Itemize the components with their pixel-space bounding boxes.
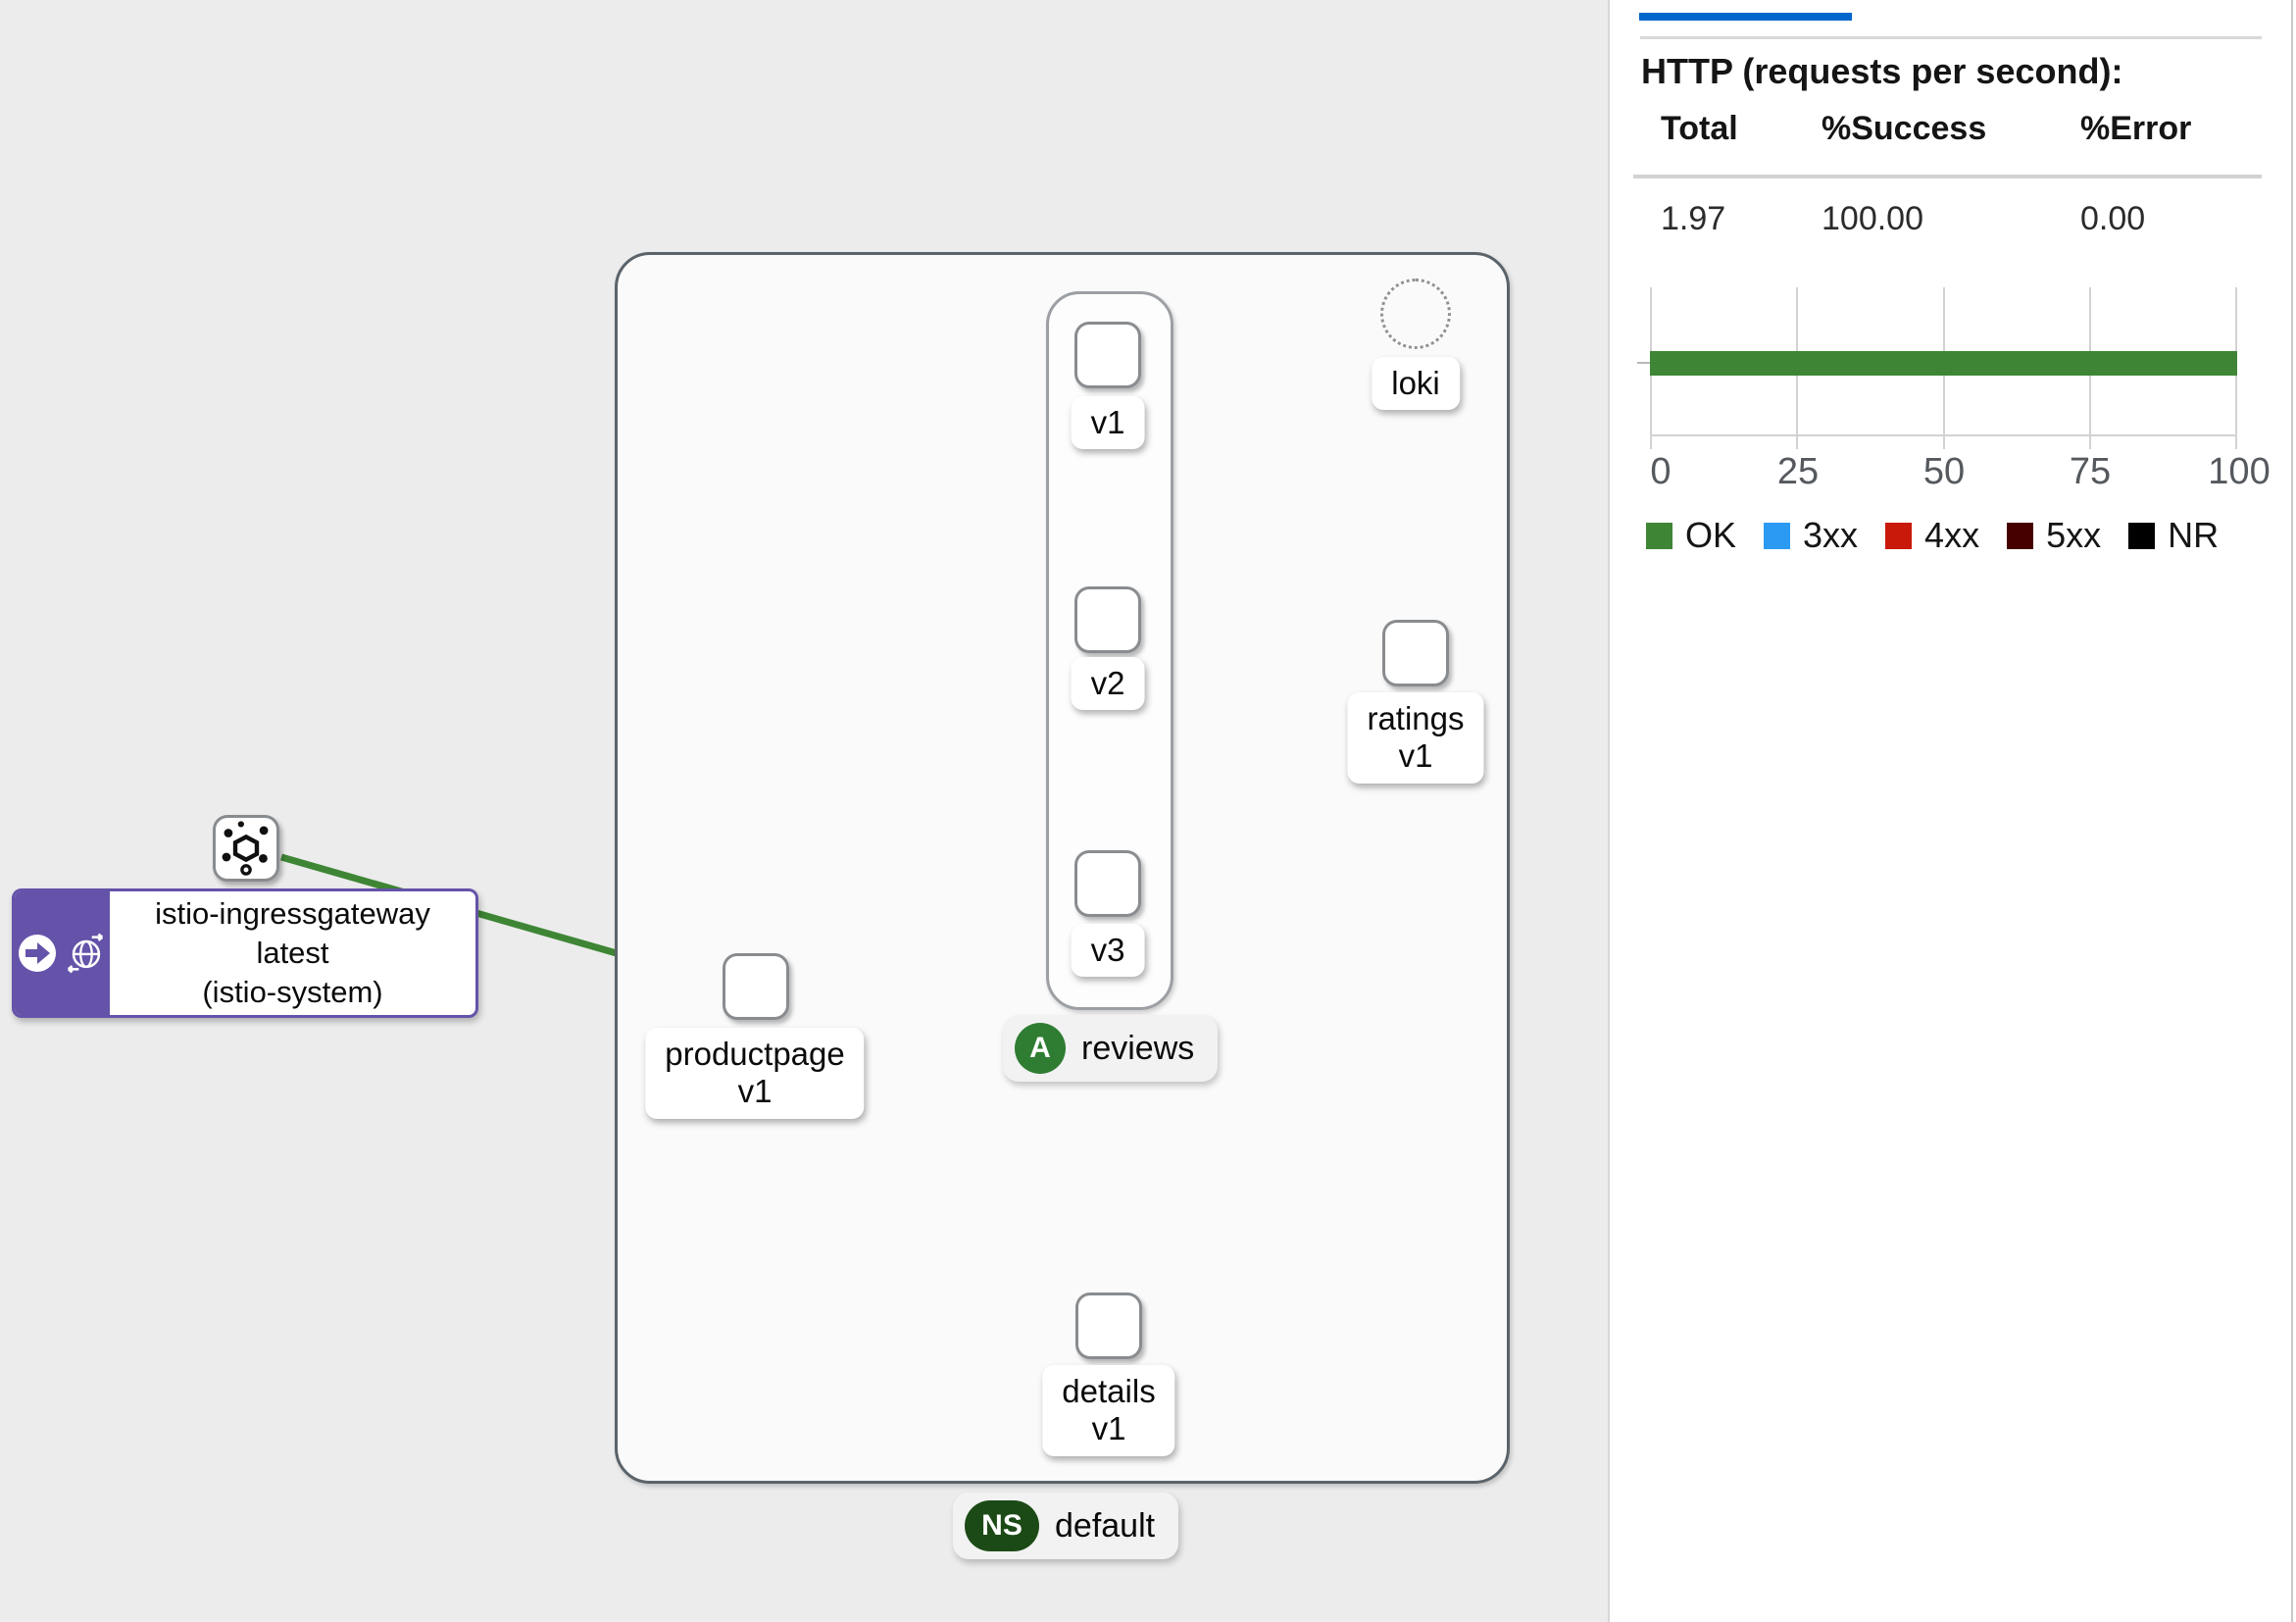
productpage-version: v1 — [737, 1073, 773, 1110]
gateway-version: latest — [256, 936, 329, 971]
mesh-icon — [222, 821, 269, 876]
reviews-group-text: reviews — [1081, 1029, 1195, 1067]
legend-swatch-ok — [1646, 522, 1672, 549]
label-reviews-v3[interactable]: v3 — [1071, 924, 1145, 978]
legend-item-ok: OK — [1646, 515, 1736, 556]
reviews-v3-text: v3 — [1090, 932, 1125, 968]
node-loki[interactable] — [1380, 279, 1451, 349]
reviews-v1-text: v1 — [1090, 404, 1125, 440]
label-reviews-v1[interactable]: v1 — [1071, 396, 1145, 450]
label-ratings-v1[interactable]: ratings v1 — [1347, 692, 1484, 784]
label-reviews-v2[interactable]: v2 — [1071, 657, 1145, 711]
legend-label-3xx: 3xx — [1803, 515, 1859, 555]
summary-side-panel: HTTP (requests per second): Total %Succe… — [1608, 0, 2296, 1622]
namespace-text: default — [1055, 1506, 1156, 1545]
value-error: 0.00 — [2080, 200, 2146, 237]
tick-25: 25 — [1776, 451, 1820, 492]
legend-label-ok: OK — [1685, 515, 1737, 555]
ratings-name: ratings — [1367, 700, 1465, 736]
legend-swatch-4xx — [1885, 522, 1913, 549]
tick-50: 50 — [1922, 451, 1966, 492]
traffic-graph-canvas[interactable]: istio-ingressgateway latest (istio-syste… — [0, 0, 1608, 1622]
table-header-divider — [1633, 175, 2262, 178]
label-productpage-v1[interactable]: productpage v1 — [645, 1028, 865, 1119]
scrollbar-track[interactable] — [2291, 0, 2293, 1622]
loki-text: loki — [1391, 365, 1440, 401]
legend-label-4xx: 4xx — [1924, 515, 1980, 555]
ratings-version: v1 — [1398, 737, 1433, 775]
label-details-v1[interactable]: details v1 — [1042, 1365, 1175, 1456]
node-details-v1[interactable] — [1075, 1293, 1142, 1359]
gateway-name: istio-ingressgateway — [155, 896, 430, 932]
label-istio-ingressgateway[interactable]: istio-ingressgateway latest (istio-syste… — [12, 888, 478, 1018]
legend-item-3xx: 3xx — [1764, 515, 1858, 556]
gateway-globe-icon — [67, 933, 103, 974]
ok-traffic-bar — [1650, 351, 2237, 376]
reviews-v2-text: v2 — [1090, 665, 1125, 701]
label-namespace-default[interactable]: NS default — [953, 1493, 1179, 1559]
gateway-label-text: istio-ingressgateway latest (istio-syste… — [110, 891, 475, 1015]
node-reviews-v1[interactable] — [1074, 322, 1141, 388]
node-ratings-v1[interactable] — [1382, 620, 1449, 686]
details-version: v1 — [1091, 1410, 1126, 1447]
legend-label-nr: NR — [2168, 515, 2220, 555]
tick-100: 100 — [2208, 451, 2271, 492]
active-tab-indicator[interactable] — [1639, 13, 1852, 21]
node-reviews-v2[interactable] — [1074, 586, 1141, 653]
y-axis-tick — [1637, 362, 1650, 364]
column-header-error: %Error — [2080, 110, 2192, 147]
tick-0: 0 — [1650, 451, 1672, 492]
legend-label-5xx: 5xx — [2046, 515, 2102, 555]
column-header-total: Total — [1661, 110, 1738, 147]
legend-swatch-3xx — [1764, 522, 1791, 549]
node-productpage-v1[interactable] — [723, 953, 789, 1020]
http-traffic-bar-chart — [1637, 287, 2237, 449]
legend-swatch-nr — [2128, 522, 2156, 549]
panel-title: HTTP (requests per second): — [1641, 51, 2123, 91]
label-loki[interactable]: loki — [1372, 357, 1460, 411]
x-axis-line — [1650, 434, 2237, 436]
app-badge-icon: A — [1015, 1023, 1066, 1074]
legend-item-nr: NR — [2128, 515, 2219, 556]
gateway-namespace: (istio-system) — [202, 974, 383, 1009]
value-total: 1.97 — [1661, 200, 1726, 237]
legend-item-4xx: 4xx — [1885, 515, 1979, 556]
tab-divider — [1640, 36, 2262, 39]
node-istio-ingressgateway[interactable] — [213, 815, 279, 882]
chart-legend: OK 3xx 4xx 5xx NR — [1646, 515, 2219, 556]
namespace-badge-icon: NS — [965, 1500, 1039, 1551]
label-reviews-group[interactable]: A reviews — [1003, 1015, 1219, 1082]
legend-swatch-5xx — [2007, 522, 2034, 549]
node-reviews-v3[interactable] — [1074, 850, 1141, 917]
value-success: 100.00 — [1822, 200, 1923, 237]
gateway-badges — [15, 891, 110, 1015]
details-name: details — [1062, 1373, 1156, 1409]
column-header-success: %Success — [1822, 110, 1987, 147]
legend-item-5xx: 5xx — [2007, 515, 2101, 556]
productpage-name: productpage — [665, 1036, 845, 1072]
tick-75: 75 — [2069, 451, 2112, 492]
traffic-source-arrow-icon — [18, 935, 56, 972]
